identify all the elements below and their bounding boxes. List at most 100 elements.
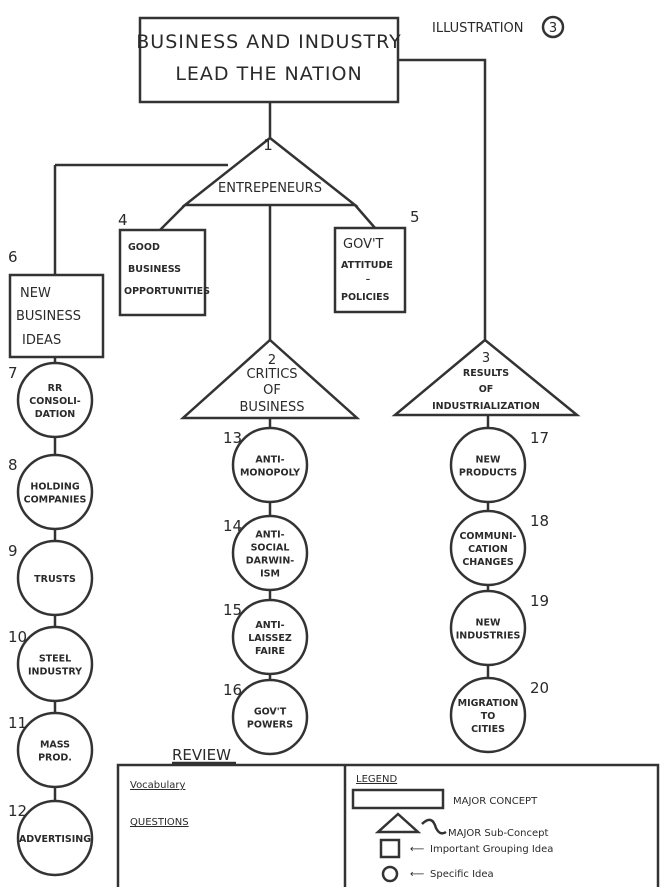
- node-label: RESULTS: [463, 368, 509, 379]
- node-label: TRUSTS: [34, 574, 76, 585]
- node-label: STEEL: [39, 654, 71, 665]
- node-label: GOOD: [128, 242, 160, 253]
- node-label: NEW: [476, 455, 501, 466]
- node-label: POWERS: [247, 720, 293, 731]
- node-label: MASS: [40, 740, 70, 751]
- specific-idea-circle: [231, 598, 309, 676]
- vocabulary-label: Vocabulary: [130, 780, 186, 791]
- title-line: BUSINESS AND INDUSTRY: [136, 31, 401, 53]
- questions-label: QUESTIONS: [130, 817, 189, 828]
- node-number: 15: [223, 601, 242, 619]
- specific-idea-circle: [449, 676, 527, 754]
- node-label: ATTITUDE: [341, 260, 393, 271]
- node-label: OF: [479, 384, 494, 395]
- node-label: COMPANIES: [24, 495, 87, 506]
- legend-triangle-icon: [374, 812, 422, 834]
- illustration-number: 3: [549, 21, 557, 36]
- node-label: DARWIN-: [246, 556, 295, 567]
- specific-idea-circle: [16, 453, 94, 531]
- illustration-label: ILLUSTRATION: [432, 21, 524, 36]
- node-label: FAIRE: [255, 646, 285, 657]
- specific-idea-circle: [16, 799, 94, 877]
- review-title: REVIEW: [172, 746, 231, 764]
- node-label: INDUSTRY: [28, 667, 82, 678]
- legend-title: LEGEND: [356, 774, 397, 785]
- node-label: SOCIAL: [251, 543, 290, 554]
- node-label: POLICIES: [341, 292, 390, 303]
- specific-idea-circle: [16, 361, 94, 439]
- node-label: GOV'T: [254, 707, 287, 718]
- node-label: INDUSTRIALIZATION: [432, 401, 540, 412]
- node-label: DATION: [35, 409, 76, 420]
- major-concept-box: [138, 16, 400, 104]
- legend-grouping-idea: Important Grouping Idea: [430, 844, 553, 855]
- node-number: 20: [530, 679, 549, 697]
- node-label: CRITICS: [246, 367, 297, 382]
- legend-major-sub-concept: MAJOR Sub-Concept: [448, 828, 548, 839]
- node-number: 4: [118, 211, 128, 229]
- left-arrow-icon: ⟵: [410, 869, 424, 880]
- node-label: NEW: [20, 286, 51, 301]
- node-label: ANTI-: [255, 455, 284, 466]
- specific-idea-circle: [231, 426, 309, 504]
- node-label: CONSOLI-: [29, 396, 81, 407]
- grouping-idea-box: [118, 228, 207, 317]
- node-label: CATION: [468, 544, 508, 555]
- title-line: LEAD THE NATION: [175, 63, 362, 85]
- specific-idea-circle: [16, 539, 94, 617]
- left-arrow-icon: ⟵: [410, 844, 424, 855]
- node-number: 1: [263, 136, 273, 154]
- node-label: MIGRATION: [458, 698, 519, 709]
- node-label: OF: [263, 383, 281, 398]
- node-number: 9: [8, 542, 18, 560]
- node-label: -: [366, 272, 371, 287]
- grouping-idea-box: [8, 273, 105, 359]
- node-label: LAISSEZ: [248, 633, 292, 644]
- node-number: 5: [410, 208, 420, 226]
- illustration-number-circle: [541, 15, 565, 39]
- legend-square-icon: [379, 838, 401, 859]
- node-label: GOV'T: [343, 237, 384, 252]
- node-label: OPPORTUNITIES: [124, 286, 210, 297]
- specific-idea-circle: [231, 514, 309, 592]
- node-label: CHANGES: [462, 557, 514, 568]
- specific-idea-circle: [449, 589, 527, 667]
- node-number: 19: [530, 592, 549, 610]
- node-number: 8: [8, 456, 18, 474]
- node-label: PROD.: [38, 753, 72, 764]
- specific-idea-circle: [449, 509, 527, 587]
- node-label: INDUSTRIES: [456, 631, 521, 642]
- node-label: HOLDING: [30, 482, 79, 493]
- node-number: 17: [530, 429, 549, 447]
- specific-idea-circle: [231, 678, 309, 756]
- node-label: PRODUCTS: [459, 468, 517, 479]
- node-label: ENTREPENEURS: [218, 181, 322, 196]
- legend-specific-idea: Specific Idea: [430, 869, 494, 880]
- review-box: [116, 763, 660, 887]
- node-label: NEW: [476, 618, 501, 629]
- node-number: 2: [268, 353, 276, 368]
- specific-idea-circle: [449, 426, 527, 504]
- node-number: 12: [8, 802, 27, 820]
- sub-concept-triangle: [179, 338, 361, 420]
- node-label: CITIES: [471, 724, 505, 735]
- node-label: RR: [48, 383, 63, 394]
- curved-arrow-icon: [421, 818, 447, 835]
- node-label: IDEAS: [22, 333, 61, 348]
- node-number: 18: [530, 512, 549, 530]
- node-label: ADVERTISING: [19, 834, 91, 845]
- specific-idea-circle: [16, 711, 94, 789]
- node-number: 7: [8, 364, 18, 382]
- node-label: ANTI-: [255, 620, 284, 631]
- node-number: 13: [223, 429, 242, 447]
- legend-rectangle-icon: [351, 788, 445, 810]
- node-label: COMMUNI-: [459, 531, 516, 542]
- node-label: BUSINESS: [128, 264, 181, 275]
- node-label: BUSINESS: [240, 400, 305, 415]
- node-label: TO: [481, 711, 496, 722]
- node-number: 11: [8, 714, 27, 732]
- sub-concept-triangle: [181, 136, 359, 207]
- legend-circle-icon: [381, 865, 399, 883]
